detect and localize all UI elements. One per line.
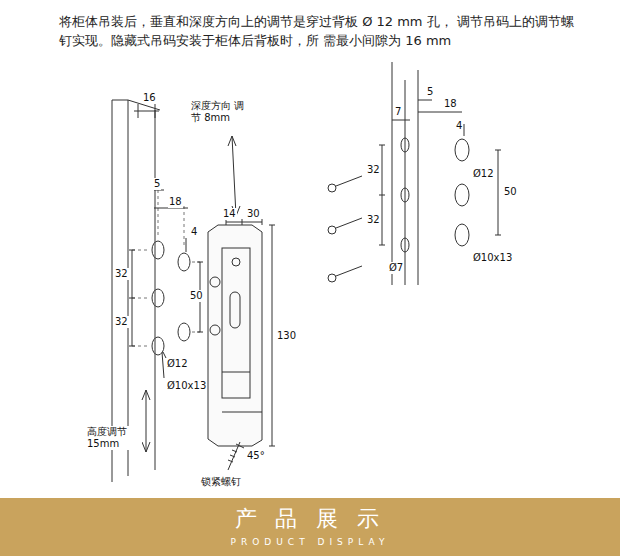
dimension-label: 深度方向 调节 8mm	[190, 100, 250, 124]
dimension-label: 16	[142, 92, 157, 104]
dimension-label: 5	[426, 86, 434, 98]
dimension-label: Ø7	[388, 262, 404, 274]
note-text: 将柜体吊装后，垂直和深度方向上的调节是穿过背板 Ø 12 mm 孔， 调节吊码上…	[58, 12, 580, 50]
dimension-label: Ø10x13	[166, 380, 207, 392]
dimension-label: 32	[114, 268, 129, 280]
dimension-label: 130	[276, 330, 297, 342]
dimension-label: 5	[153, 178, 161, 190]
dimension-label: 32	[114, 316, 129, 328]
dimension-label: 7	[394, 106, 402, 118]
dimension-label: 4	[190, 226, 198, 238]
dimension-label: 4	[455, 120, 463, 132]
dimension-label: 30	[246, 208, 261, 220]
footer-band: 产 品 展 示 PRODUCT DISPLAY	[0, 498, 620, 556]
dimension-label: Ø12	[166, 358, 189, 370]
dimension-label: 锁紧螺钉	[200, 476, 242, 488]
band-title: 产 品 展 示	[0, 498, 620, 532]
dimension-label: 32	[366, 164, 381, 176]
dimension-label: Ø12	[472, 168, 495, 180]
dimension-label: 18	[168, 196, 183, 208]
dimension-label: 18	[443, 98, 458, 110]
dimension-label: Ø10x13	[472, 252, 513, 264]
dimension-label: 14	[222, 208, 237, 220]
band-subtitle: PRODUCT DISPLAY	[0, 536, 620, 548]
dimension-label: 50	[503, 186, 518, 198]
dimension-label: 50	[189, 290, 204, 302]
dimension-label: 45°	[246, 450, 266, 462]
dimension-label: 高度调节 15mm	[86, 426, 142, 450]
dimension-label: 32	[366, 214, 381, 226]
